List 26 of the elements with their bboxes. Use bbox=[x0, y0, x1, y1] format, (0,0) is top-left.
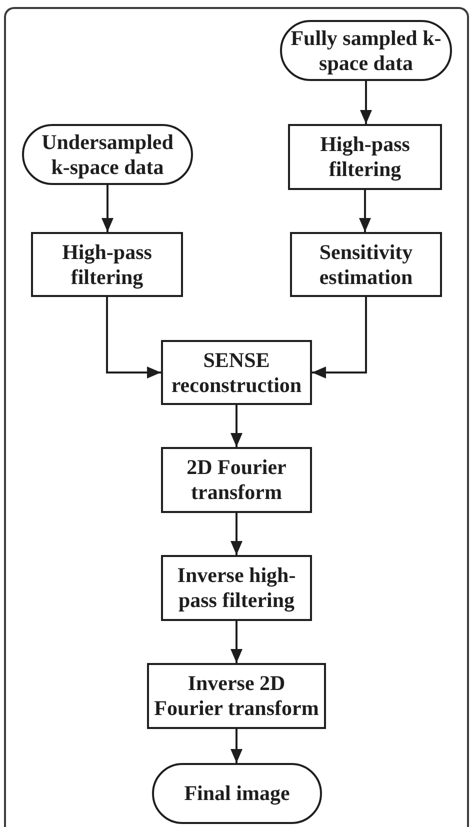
node-label: High-pass filtering bbox=[319, 132, 411, 182]
process-box bbox=[161, 447, 312, 513]
node-label: Inverse high- pass filtering bbox=[176, 563, 297, 613]
arrow bbox=[106, 297, 161, 378]
process-box bbox=[288, 124, 442, 190]
node-label: High-pass filtering bbox=[61, 240, 153, 290]
process-box bbox=[161, 340, 312, 405]
arrow bbox=[359, 190, 371, 232]
process-box bbox=[290, 232, 442, 297]
arrow bbox=[102, 185, 114, 232]
node-label: Fully sampled k- space data bbox=[290, 26, 442, 76]
node-label: SENSE reconstruction bbox=[170, 348, 303, 398]
arrow bbox=[230, 513, 242, 555]
node-label: Final image bbox=[184, 781, 290, 806]
arrow bbox=[312, 297, 367, 378]
node-label: Undersampled k-space data bbox=[40, 130, 174, 180]
process-box bbox=[31, 232, 183, 297]
process-box bbox=[147, 663, 326, 729]
process-box bbox=[161, 555, 312, 621]
node-label: Sensitivity estimation bbox=[318, 240, 414, 290]
arrow bbox=[230, 621, 242, 663]
node-label: Inverse 2D Fourier transform bbox=[153, 671, 320, 721]
arrow bbox=[360, 81, 372, 124]
arrow bbox=[230, 405, 242, 447]
arrow bbox=[230, 729, 242, 763]
node-label: 2D Fourier transform bbox=[186, 455, 288, 505]
